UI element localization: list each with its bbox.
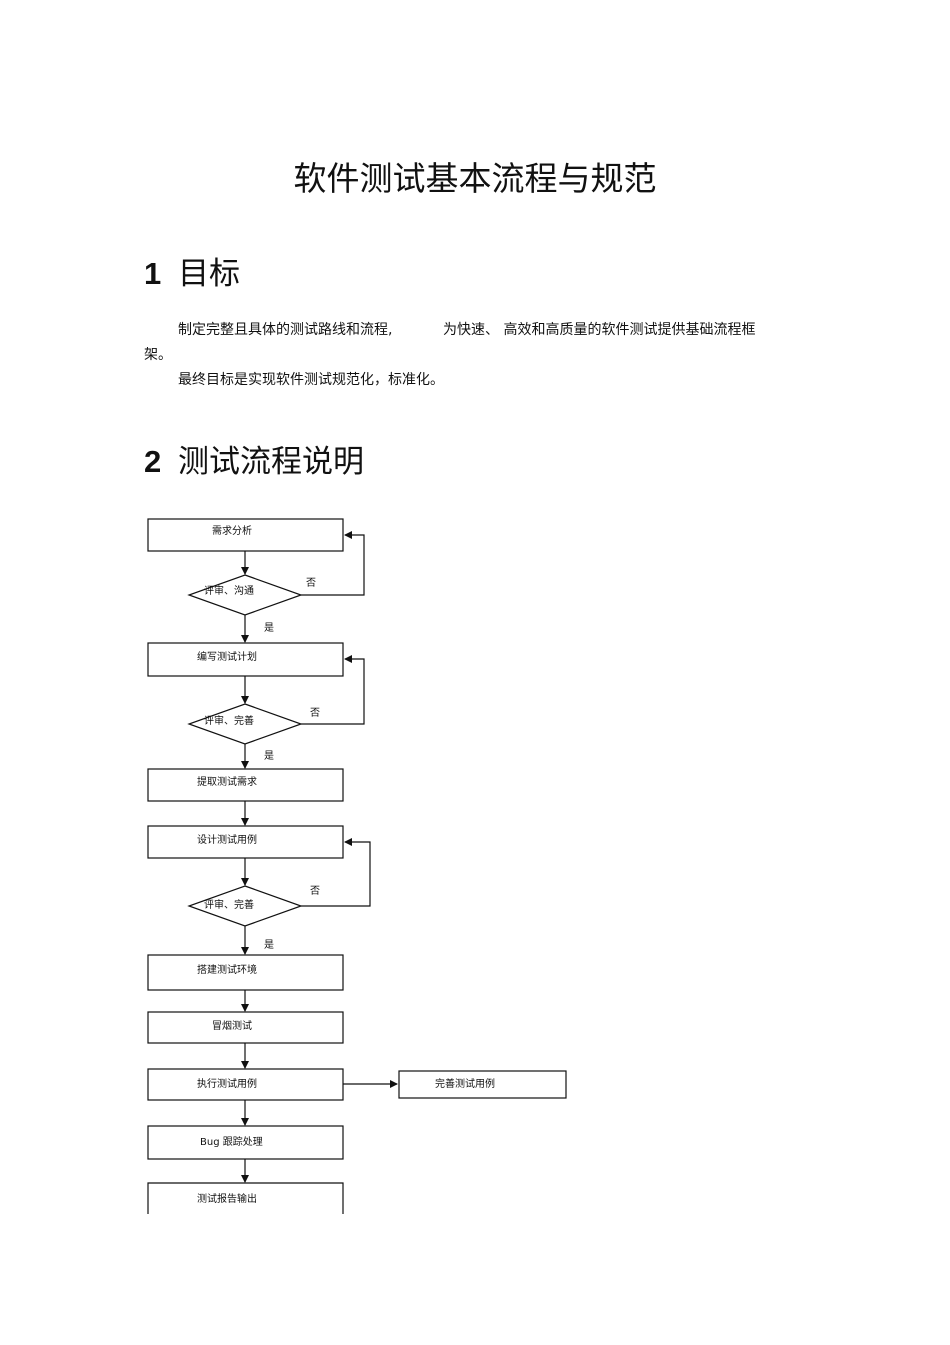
decision-review-improve-cases: 评审、完善 xyxy=(187,885,303,927)
side-step-improve-test-cases-label: 完善测试用例 xyxy=(435,1077,495,1090)
step-design-test-cases-label: 设计测试用例 xyxy=(197,833,257,846)
goal-paragraph-line-2: 架。 xyxy=(144,347,172,363)
section-2-number: 2 xyxy=(144,444,162,479)
step-requirements-analysis-label: 需求分析 xyxy=(212,524,252,537)
yes-label-2: 是 xyxy=(264,750,274,762)
yes-label-1: 是 xyxy=(264,622,274,634)
section-1-title: 目标 xyxy=(178,256,240,292)
no-label-2: 否 xyxy=(310,707,320,719)
step-bug-tracking: Bug 跟踪处理 xyxy=(147,1125,344,1160)
side-step-improve-test-cases: 完善测试用例 xyxy=(398,1070,567,1099)
step-extract-test-requirements: 提取测试需求 xyxy=(147,768,344,802)
step-smoke-test: 冒烟测试 xyxy=(147,1011,344,1044)
step-bug-tracking-label: Bug 跟踪处理 xyxy=(200,1135,263,1148)
no-label-3: 否 xyxy=(310,885,320,897)
document-title: 软件测试基本流程与规范 xyxy=(293,159,657,198)
decision-review-communicate-label: 评审、沟通 xyxy=(204,584,254,597)
step-smoke-test-label: 冒烟测试 xyxy=(212,1019,252,1032)
step-setup-test-environment: 搭建测试环境 xyxy=(147,954,344,991)
section-1-number: 1 xyxy=(144,256,162,291)
decision-review-improve-cases-label: 评审、完善 xyxy=(204,898,254,911)
step-setup-test-environment-label: 搭建测试环境 xyxy=(197,963,257,976)
decision-review-improve-plan: 评审、完善 xyxy=(187,703,303,745)
goal-paragraph-line-3: 最终目标是实现软件测试规范化，标准化。 xyxy=(178,372,444,388)
feedback-loops xyxy=(301,531,371,907)
goal-paragraph-line-1b: 为快速、 高效和高质量的软件测试提供基础流程框 xyxy=(443,322,756,338)
section-2-heading: 2 测试流程说明 xyxy=(144,436,364,481)
step-write-test-plan: 编写测试计划 xyxy=(147,642,344,677)
no-label-1: 否 xyxy=(306,577,316,589)
step-test-report-output: 测试报告输出 xyxy=(147,1182,344,1214)
step-execute-test-cases: 执行测试用例 xyxy=(147,1068,344,1101)
step-execute-test-cases-label: 执行测试用例 xyxy=(197,1077,257,1090)
step-requirements-analysis: 需求分析 xyxy=(147,518,344,552)
goal-paragraph-line-1a: 制定完整且具体的测试路线和流程, xyxy=(178,322,393,338)
flow-arrows xyxy=(241,551,398,1183)
section-1-heading: 1 目标 xyxy=(144,248,240,293)
step-test-report-output-label: 测试报告输出 xyxy=(197,1192,257,1205)
step-write-test-plan-label: 编写测试计划 xyxy=(197,650,257,663)
decision-review-communicate: 评审、沟通 xyxy=(187,574,303,616)
decision-review-improve-plan-label: 评审、完善 xyxy=(204,714,254,727)
step-design-test-cases: 设计测试用例 xyxy=(147,825,344,859)
section-2-title: 测试流程说明 xyxy=(178,444,364,480)
step-extract-test-requirements-label: 提取测试需求 xyxy=(197,775,257,788)
yes-label-3: 是 xyxy=(264,939,274,951)
